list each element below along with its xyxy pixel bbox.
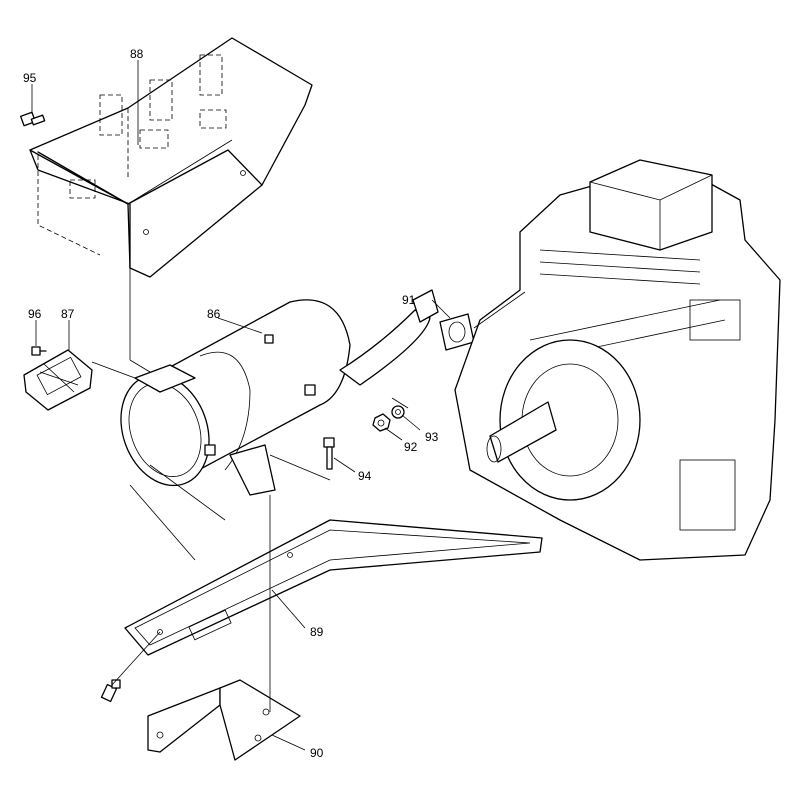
label-88: 88 <box>130 47 144 61</box>
label-91: 91 <box>402 293 416 307</box>
label-90: 90 <box>310 746 324 760</box>
label-86: 86 <box>207 307 221 321</box>
muffler-part-86[interactable] <box>106 289 439 498</box>
label-87: 87 <box>61 307 75 321</box>
engine-outline <box>454 159 781 561</box>
screw-part[interactable] <box>100 679 121 703</box>
nut-part-92[interactable] <box>372 413 391 432</box>
muffler-shield-part-88[interactable] <box>29 37 313 278</box>
gasket-part-91[interactable] <box>439 313 475 351</box>
label-93: 93 <box>425 430 439 444</box>
label-92: 92 <box>404 440 418 454</box>
bracket-part-90[interactable] <box>147 679 301 761</box>
label-95: 95 <box>23 71 37 85</box>
screw-part-96[interactable] <box>31 346 47 356</box>
bolt-part-95[interactable] <box>20 111 46 127</box>
label-89: 89 <box>310 625 324 639</box>
bolt-part-94[interactable] <box>323 437 335 470</box>
spark-arrester-part-87[interactable] <box>23 349 93 411</box>
bottom-cover-part-89[interactable] <box>124 519 543 656</box>
label-96: 96 <box>28 307 42 321</box>
leader-lines <box>31 60 526 751</box>
washer-part-93[interactable] <box>391 405 405 419</box>
label-94: 94 <box>358 469 372 483</box>
